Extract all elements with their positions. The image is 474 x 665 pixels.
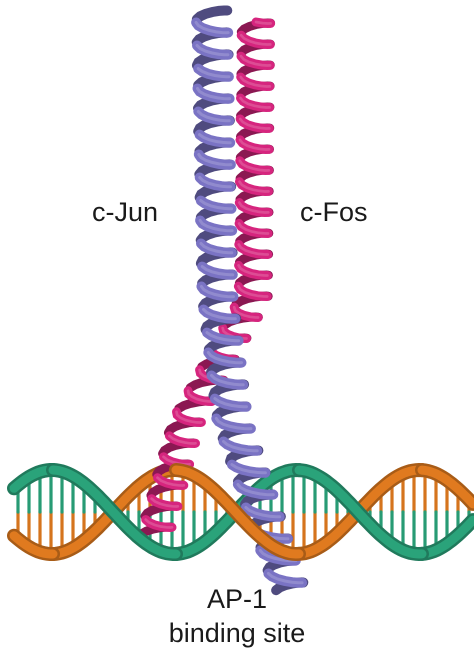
- binding-site-label: binding site: [0, 617, 474, 651]
- c-fos-helix-highlight: [256, 22, 271, 24]
- ap1-binding-site-label: AP-1 binding site: [0, 583, 474, 651]
- c-jun-label: c-Jun: [92, 196, 158, 230]
- c-fos-label: c-Fos: [300, 196, 368, 230]
- dna-strand-orange-highlight: [14, 536, 53, 554]
- c-jun-helix-ribbon: [197, 11, 228, 20]
- ap1-label: AP-1: [0, 583, 474, 617]
